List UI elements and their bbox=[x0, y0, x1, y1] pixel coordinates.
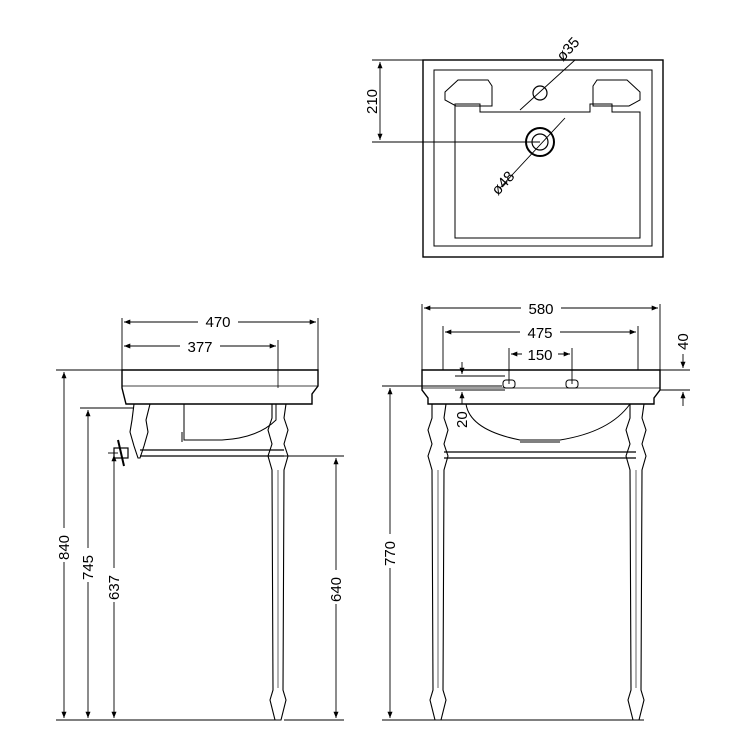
tap-leader bbox=[519, 59, 576, 111]
basin-rim bbox=[433, 69, 653, 247]
left-deck bbox=[444, 79, 493, 107]
side-view: 470 377 840 745 637 640 bbox=[54, 312, 346, 721]
rail-cap bbox=[117, 439, 125, 467]
bowl-front bbox=[465, 403, 631, 441]
w150-label-bg bbox=[522, 345, 558, 363]
inner-label-bg bbox=[180, 337, 220, 355]
w580-label-bg bbox=[521, 299, 561, 317]
h637-label: 637 bbox=[106, 575, 123, 600]
h637-label-bg bbox=[104, 568, 124, 602]
h640-label: 640 bbox=[328, 577, 345, 602]
w150-label: 150 bbox=[527, 347, 552, 364]
w580-label: 580 bbox=[528, 301, 553, 318]
h770-label-bg bbox=[380, 534, 400, 568]
h640-label-bg bbox=[326, 570, 346, 604]
front-view: 580 475 150 40 20 770 bbox=[380, 299, 692, 721]
w475-label-bg bbox=[520, 323, 560, 341]
right-deck bbox=[592, 79, 641, 107]
back-leg-stub bbox=[129, 403, 151, 459]
h745-label: 745 bbox=[80, 555, 97, 580]
depth-label: 210 bbox=[364, 89, 381, 114]
tap-hole bbox=[532, 85, 548, 101]
basin-front bbox=[421, 369, 661, 405]
inner-label: 377 bbox=[187, 339, 212, 356]
width-label: 470 bbox=[205, 314, 230, 331]
basin-outline bbox=[422, 59, 664, 258]
top-view: ø35 ø48 210 bbox=[364, 34, 664, 258]
h840-label-bg bbox=[54, 528, 74, 562]
bowl-side bbox=[183, 404, 277, 441]
w475-label: 475 bbox=[527, 325, 552, 342]
basin-side bbox=[121, 369, 319, 405]
front-leg bbox=[267, 403, 289, 721]
h40-label: 40 bbox=[675, 333, 692, 350]
h770-label: 770 bbox=[382, 541, 399, 566]
h745-label-bg bbox=[78, 548, 98, 582]
width-label-bg bbox=[198, 312, 238, 330]
waste-leader bbox=[499, 117, 566, 189]
bowl-outline bbox=[454, 103, 641, 239]
h20-label: 20 bbox=[454, 411, 471, 428]
h840-label: 840 bbox=[56, 535, 73, 560]
